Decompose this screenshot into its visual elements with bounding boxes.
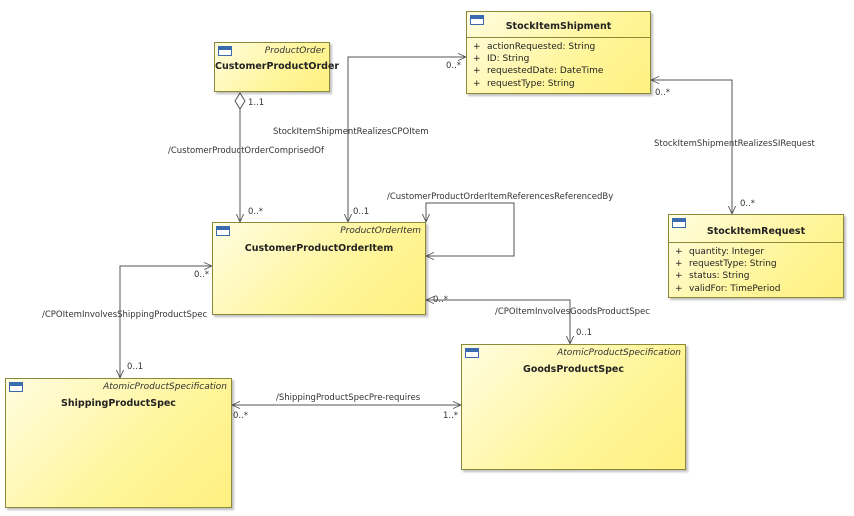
- class-stock-item-shipment[interactable]: StockItemShipment +actionRequested: Stri…: [466, 11, 651, 94]
- class-goods-product-spec[interactable]: AtomicProductSpecification GoodsProductS…: [461, 344, 686, 470]
- class-name: CustomerProductOrderItem: [244, 243, 394, 254]
- class-name: StockItemShipment: [505, 21, 612, 32]
- class-stereotype: ProductOrderItem: [340, 226, 421, 236]
- assoc-label-si-shipment-realizes-cpoitem: StockItemShipmentRealizesCPOItem: [273, 127, 429, 137]
- class-customer-product-order[interactable]: ProductOrder CustomerProductOrder: [214, 42, 340, 92]
- class-stereotype: ProductOrder: [264, 46, 325, 56]
- class-stereotype: AtomicProductSpecification: [557, 348, 681, 358]
- class-stereotype: AtomicProductSpecification: [103, 382, 227, 392]
- assoc-line-si-shipment-realizes-cpoitem[interactable]: [348, 57, 466, 222]
- assoc-line-cpoitem-involves-goods[interactable]: [426, 300, 570, 344]
- class-name: GoodsProductSpec: [523, 364, 624, 375]
- assoc-label-cpoitem-involves-shipping: /CPOItemInvolvesShippingProductSpec: [42, 310, 208, 320]
- multiplicity-label: 0..*: [233, 411, 249, 421]
- assoc-line-cpoitem-references[interactable]: [426, 202, 515, 256]
- class-icon: [9, 382, 23, 392]
- class-icon: [216, 226, 230, 236]
- multiplicity-label: 1..*: [443, 411, 459, 421]
- class-shipping-product-spec[interactable]: AtomicProductSpecification ShippingProdu…: [5, 378, 232, 508]
- multiplicity-label: 0..*: [248, 207, 264, 217]
- class-icon: [672, 218, 686, 228]
- assoc-label-cpoitem-references: /CustomerProductOrderItemReferencesRefer…: [387, 192, 614, 202]
- class-stock-item-request[interactable]: StockItemRequest +quantity: Integer +req…: [668, 214, 844, 298]
- attribute-list: +quantity: Integer +requestType: String …: [675, 246, 839, 295]
- attribute-row: +requestType: String: [675, 259, 777, 270]
- attribute-row: +quantity: Integer: [675, 247, 765, 257]
- class-icon: [470, 15, 484, 25]
- attribute-row: +requestedDate: DateTime: [473, 66, 604, 77]
- assoc-line-cpoitem-involves-shipping[interactable]: [120, 266, 212, 378]
- attribute-row: +status: String: [675, 271, 750, 282]
- multiplicity-label: 0..*: [740, 199, 756, 209]
- attribute-row: +actionRequested: String: [473, 42, 596, 52]
- class-name: CustomerProductOrder: [215, 61, 340, 72]
- multiplicity-label: 0..*: [433, 295, 449, 305]
- class-name: ShippingProductSpec: [61, 398, 176, 409]
- class-icon: [465, 348, 479, 358]
- aggregation-diamond: [234, 92, 246, 110]
- assoc-label-cpoitem-involves-goods: /CPOItemInvolvesGoodsProductSpec: [495, 307, 650, 317]
- class-customer-product-order-item[interactable]: ProductOrderItem CustomerProductOrderIte…: [212, 222, 426, 315]
- assoc-label-si-shipment-realizes-sirequest: StockItemShipmentRealizesSIRequest: [654, 139, 815, 149]
- multiplicity-label: 0..*: [446, 61, 462, 71]
- multiplicity-label: 0..1: [353, 207, 370, 217]
- attribute-separator: [669, 242, 843, 243]
- assoc-line-si-shipment-realizes-sirequest[interactable]: [651, 80, 732, 214]
- assoc-label-shipping-prerequires: /ShippingProductSpecPre-requires: [276, 393, 421, 403]
- assoc-label-cpo-comprised-of: /CustomerProductOrderComprisedOf: [168, 146, 324, 156]
- attribute-separator: [467, 37, 650, 38]
- multiplicity-label: 0..1: [127, 362, 144, 372]
- attribute-row: +ID: String: [473, 54, 530, 65]
- multiplicity-label: 1..1: [248, 98, 265, 108]
- class-name: StockItemRequest: [706, 226, 806, 237]
- multiplicity-label: 0..*: [194, 270, 210, 280]
- attribute-row: +requestType: String: [473, 78, 575, 89]
- class-icon: [218, 46, 232, 56]
- multiplicity-label: 0..1: [576, 328, 593, 338]
- multiplicity-label: 0..*: [655, 88, 671, 98]
- attribute-row: +validFor: TimePeriod: [675, 283, 781, 294]
- attribute-list: +actionRequested: String +ID: String +re…: [473, 41, 646, 90]
